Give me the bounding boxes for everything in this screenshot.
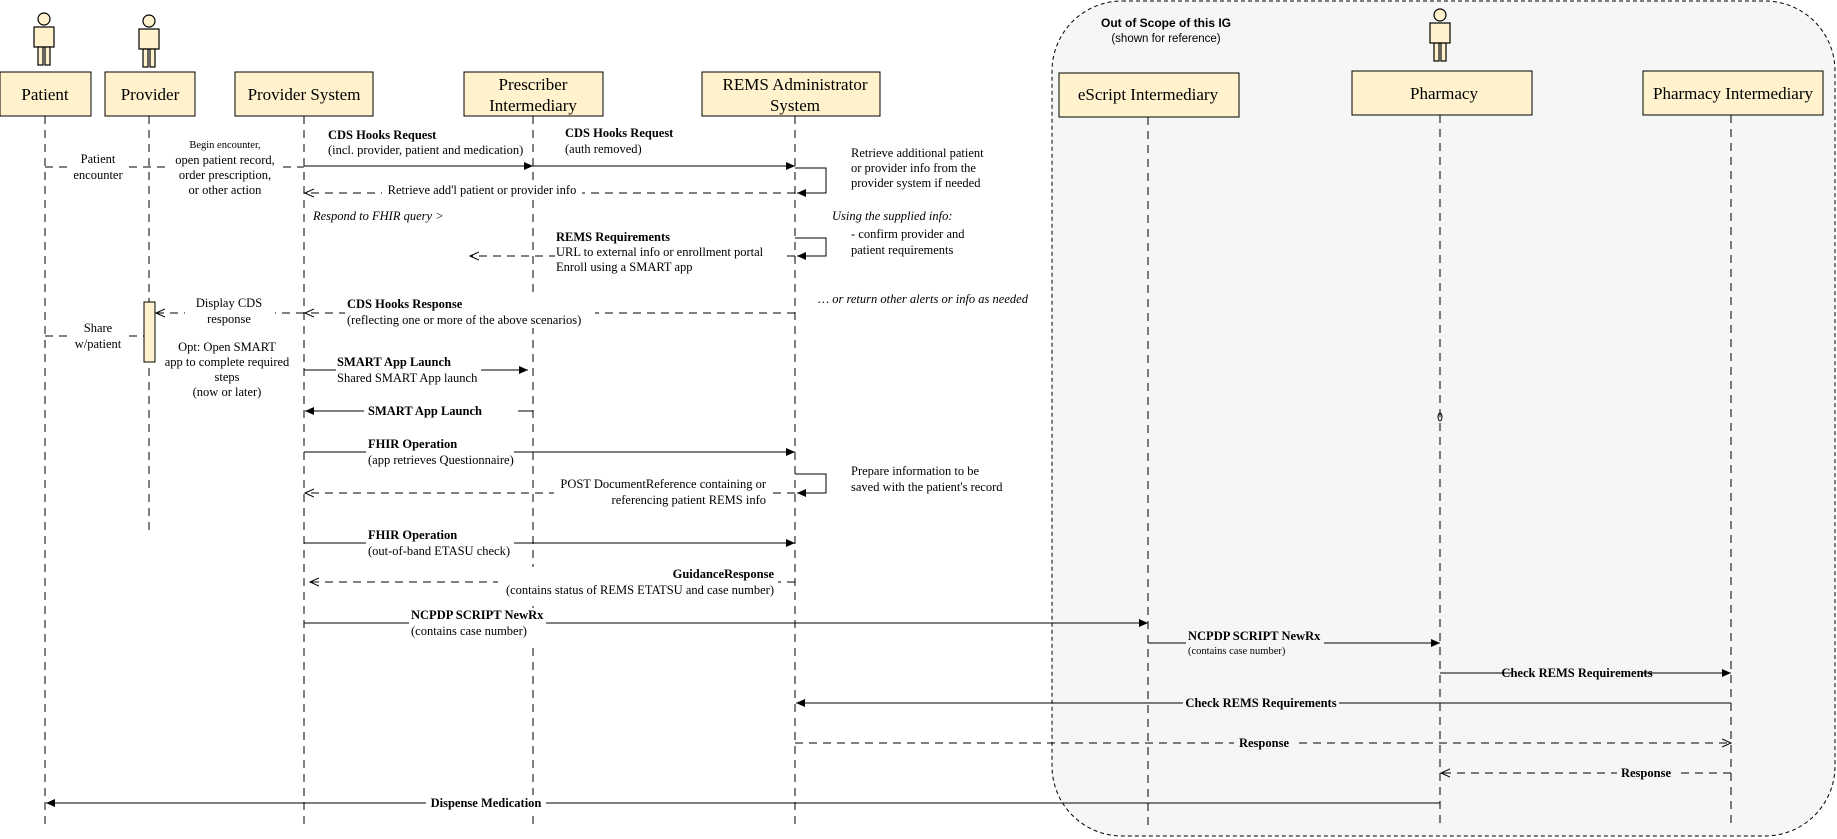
msg-cds-hooks-request-2-sub: (auth removed)	[565, 142, 642, 156]
actor-provider-system: Provider System	[234, 71, 374, 117]
note-retrieve-additional-2: or provider info from the	[851, 161, 976, 175]
note-prepare-info-2: saved with the patient's record	[851, 480, 1003, 494]
note-display-cds-2: response	[207, 312, 251, 326]
rems-self-loop-3	[795, 473, 827, 497]
msg-retrieve-addl-info-label: Retrieve add'l patient or provider info	[388, 183, 577, 197]
rems-self-loop-1	[795, 167, 827, 197]
note-opt-open-smart: Opt: Open SMART	[178, 340, 276, 354]
msg-cds-hooks-request-1-sub: (incl. provider, patient and medication)	[328, 143, 523, 157]
actor-provider: Provider	[104, 71, 196, 117]
msg-post-docref-line1: POST DocumentReference containing or	[560, 477, 766, 491]
pharmacy-lifeline-marker	[1437, 412, 1443, 422]
rems-self-loop-2	[795, 237, 827, 260]
msg-ncpdp-newrx-2-title: NCPDP SCRIPT NewRx	[1188, 629, 1321, 643]
msg-fhir-operation-1-sub: (app retrieves Questionnaire)	[368, 453, 514, 467]
provider-activation-bar	[143, 301, 156, 363]
msg-cds-hooks-request-2-title: CDS Hooks Request	[565, 126, 674, 140]
svg-text:Provider: Provider	[121, 85, 180, 104]
note-begin-encounter-4: or other action	[189, 183, 263, 197]
out-of-scope-title: Out of Scope of this IG	[1101, 16, 1231, 30]
note-respond-fhir-query: Respond to FHIR query >	[312, 209, 444, 223]
note-share: Share	[84, 321, 113, 335]
msg-cds-hooks-request-1-title: CDS Hooks Request	[328, 128, 437, 142]
msg-smart-app-launch-title: SMART App Launch	[337, 355, 451, 369]
out-of-scope-region	[1051, 0, 1836, 837]
svg-text:System: System	[770, 96, 820, 115]
msg-smart-app-launch-sub: Shared SMART App launch	[337, 371, 478, 385]
svg-text:Provider System: Provider System	[248, 85, 361, 104]
note-retrieve-additional: Retrieve additional patient	[851, 146, 984, 160]
svg-text:Pharmacy: Pharmacy	[1410, 84, 1478, 103]
svg-text:REMS Administrator: REMS Administrator	[723, 75, 868, 94]
provider-person-icon	[138, 14, 160, 68]
note-begin-encounter: Begin encounter,	[189, 140, 260, 151]
actor-pharmacy-intermediary: Pharmacy Intermediary	[1642, 70, 1824, 116]
msg-fhir-operation-1-title: FHIR Operation	[368, 437, 457, 451]
note-opt-open-smart-3: steps	[215, 370, 240, 384]
msg-guidance-response-title: GuidanceResponse	[673, 567, 775, 581]
msg-rems-requirements-line3: Enroll using a SMART app	[556, 260, 693, 274]
svg-text:Intermediary: Intermediary	[489, 96, 577, 115]
out-of-scope-subtitle: (shown for reference)	[1111, 33, 1220, 45]
note-share-2: w/patient	[75, 337, 122, 351]
msg-cds-hooks-response-sub: (reflecting one or more of the above sce…	[347, 313, 581, 327]
actor-prescriber-intermediary: Prescriber Intermediary	[463, 71, 604, 117]
note-display-cds: Display CDS	[196, 296, 262, 310]
note-using-supplied-info: Using the supplied info:	[832, 209, 952, 223]
patient-person-icon	[33, 12, 55, 66]
msg-ncpdp-newrx-1-title: NCPDP SCRIPT NewRx	[411, 608, 544, 622]
note-confirm-provider-2: patient requirements	[851, 243, 954, 257]
note-begin-encounter-3: order prescription,	[179, 168, 271, 182]
msg-cds-hooks-response-title: CDS Hooks Response	[347, 297, 463, 311]
note-opt-open-smart-4: (now or later)	[193, 385, 262, 399]
msg-dispense-medication-label: Dispense Medication	[431, 796, 542, 810]
note-prepare-info: Prepare information to be	[851, 464, 980, 478]
msg-fhir-operation-2-sub: (out-of-band ETASU check)	[368, 544, 510, 558]
pharmacy-person-icon	[1429, 8, 1451, 62]
msg-response-2-label: Response	[1621, 766, 1671, 780]
svg-text:Pharmacy Intermediary: Pharmacy Intermediary	[1653, 84, 1814, 103]
note-begin-encounter-2: open patient record,	[175, 153, 275, 167]
actor-pharmacy: Pharmacy	[1351, 70, 1533, 116]
svg-text:Prescriber: Prescriber	[499, 75, 568, 94]
note-confirm-provider: - confirm provider and	[851, 227, 965, 241]
msg-fhir-operation-2-title: FHIR Operation	[368, 528, 457, 542]
msg-ncpdp-newrx-2-sub: (contains case number)	[1188, 646, 1286, 657]
note-patient-encounter: Patient	[81, 152, 116, 166]
msg-guidance-response-sub: (contains status of REMS ETATSU and case…	[506, 583, 774, 597]
msg-check-rems-1-label: Check REMS Requirements	[1501, 666, 1652, 680]
msg-check-rems-2-label: Check REMS Requirements	[1185, 696, 1336, 710]
svg-text:eScript Intermediary: eScript Intermediary	[1078, 85, 1219, 104]
msg-ncpdp-newrx-1-sub: (contains case number)	[411, 624, 527, 638]
msg-rems-requirements-title: REMS Requirements	[556, 230, 670, 244]
actor-rems-administrator: REMS Administrator System	[701, 71, 881, 117]
actor-escript-intermediary: eScript Intermediary	[1058, 72, 1240, 118]
note-opt-open-smart-2: app to complete required	[165, 355, 290, 369]
note-patient-encounter-2: encounter	[73, 168, 123, 182]
actor-patient: Patient	[0, 71, 92, 117]
msg-post-docref-line2: referencing patient REMS info	[612, 493, 766, 507]
msg-rems-requirements-line2: URL to external info or enrollment porta…	[556, 245, 764, 259]
note-retrieve-additional-3: provider system if needed	[851, 176, 981, 190]
msg-response-1-label: Response	[1239, 736, 1289, 750]
svg-text:Patient: Patient	[21, 85, 68, 104]
note-or-return-alerts: … or return other alerts or info as need…	[818, 292, 1029, 306]
msg-smart-app-launch-back-label: SMART App Launch	[368, 404, 482, 418]
